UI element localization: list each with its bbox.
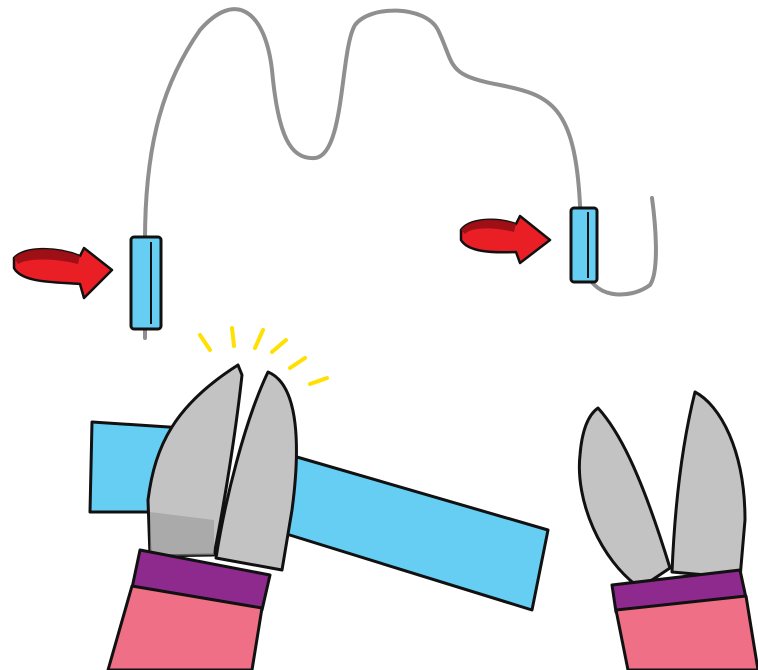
right-rotate-arrow-icon [461, 216, 550, 263]
wire-cutter-right [579, 392, 758, 670]
right-shrink-tube [571, 208, 597, 282]
wire-cutter-left [108, 365, 296, 670]
spark-lines [200, 328, 327, 384]
left-rotate-arrow-icon [14, 248, 112, 298]
wire-loop [145, 9, 656, 338]
left-shrink-tube [131, 237, 161, 329]
